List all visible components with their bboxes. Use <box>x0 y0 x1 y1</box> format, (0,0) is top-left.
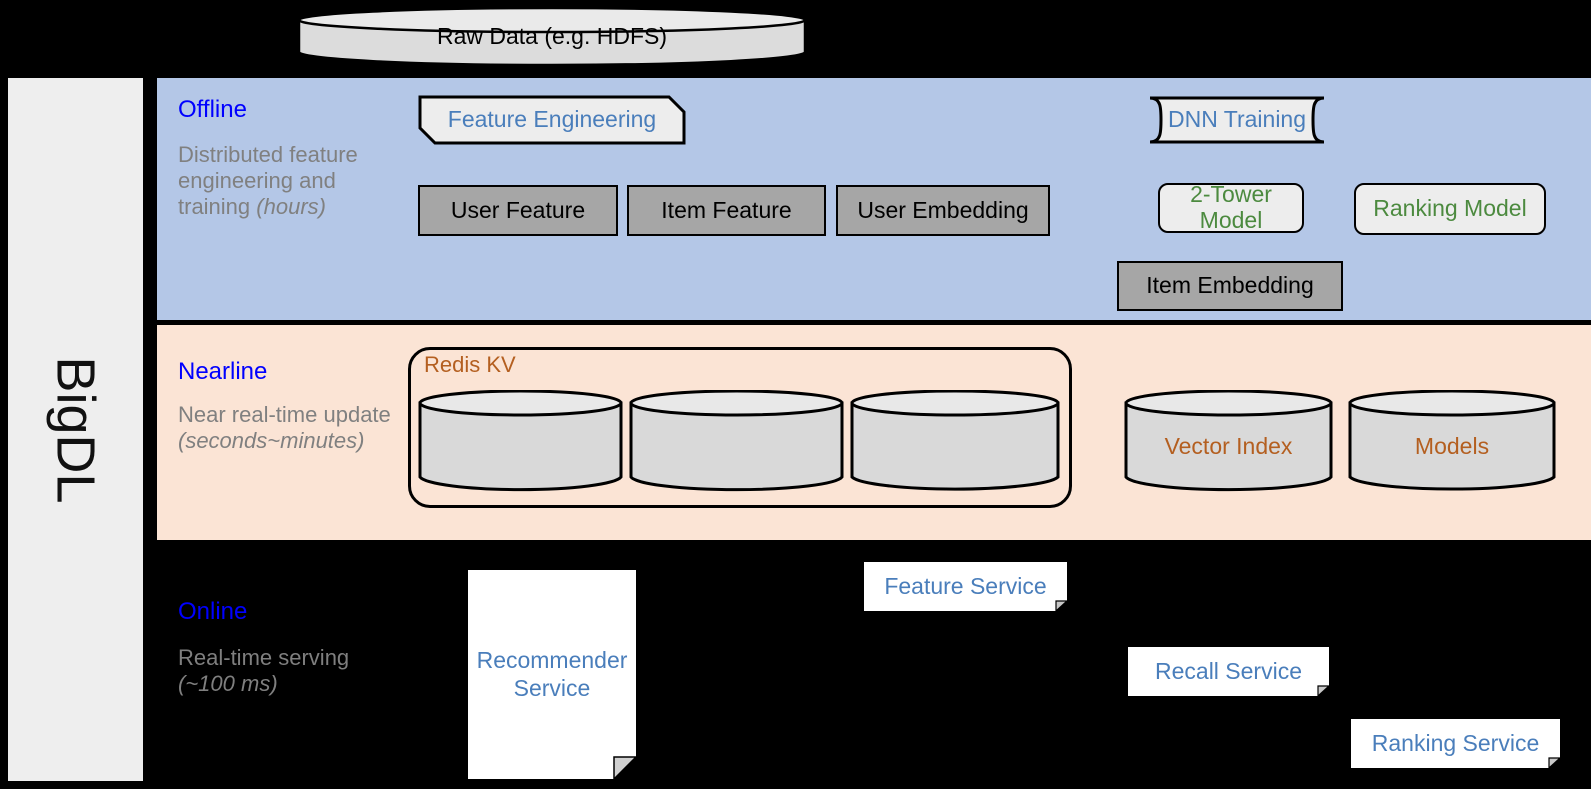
user-embedding-box[interactable]: User Embedding <box>836 185 1050 236</box>
dnn-training-node[interactable]: DNN Training <box>1147 95 1327 145</box>
ranking-service-text: Ranking Service <box>1371 729 1540 756</box>
raw-data-label: Raw Data (e.g. HDFS) <box>436 22 668 49</box>
document-shape <box>864 562 1069 613</box>
recall-service-label: Recall Service <box>1128 647 1329 696</box>
nearline-title: Nearline <box>178 358 268 385</box>
item-embedding-label: Item Embedding <box>1146 272 1314 299</box>
item-feature-store-cylinder[interactable] <box>629 390 844 492</box>
document-shape <box>1128 647 1331 698</box>
recall-service-doc[interactable]: Recall Service <box>1128 647 1331 698</box>
raw-data-cylinder[interactable]: Raw Data (e.g. HDFS) <box>297 6 807 66</box>
bigdl-sidebar: BigDL <box>8 78 143 781</box>
bigdl-label-wrap: BigDL <box>8 78 143 781</box>
models-cylinder[interactable]: Models <box>1348 390 1556 492</box>
dnn-training-shape <box>1149 96 1325 144</box>
feature-engineering-shape <box>418 95 686 145</box>
ranking-service-label: Ranking Service <box>1351 719 1560 768</box>
offline-title: Offline <box>178 96 247 123</box>
feature-engineering-node[interactable]: Feature Engineering <box>418 95 686 145</box>
vector-index-label: Vector Index <box>1164 432 1293 459</box>
user-embedding-label: User Embedding <box>857 196 1029 223</box>
ranking-model-label: Ranking Model <box>1373 195 1527 222</box>
ranking-model-box[interactable]: Ranking Model <box>1354 183 1546 235</box>
cylinder-shape <box>1348 390 1556 491</box>
document-shape <box>1351 719 1562 770</box>
bigdl-label: BigDL <box>45 355 106 504</box>
feature-service-text: Feature Service <box>884 572 1047 599</box>
cylinder-shape <box>629 390 844 492</box>
online-title: Online <box>178 598 248 625</box>
redis-kv-label: Redis KV <box>424 352 516 377</box>
two-tower-model-label: 2-Tower Model <box>1190 181 1272 233</box>
cylinder-shape <box>1124 390 1333 492</box>
feature-service-label: Feature Service <box>864 562 1067 611</box>
vector-index-cylinder[interactable]: Vector Index <box>1124 390 1333 492</box>
nearline-subtitle-em: (seconds~minutes) <box>178 427 365 453</box>
item-feature-label: Item Feature <box>661 196 792 223</box>
nearline-subtitle: Near real-time update (seconds~minutes) <box>178 402 423 454</box>
item-feature-box[interactable]: Item Feature <box>627 185 826 236</box>
online-subtitle-text: Real-time serving <box>178 645 350 670</box>
user-embedding-store-cylinder[interactable] <box>850 390 1060 492</box>
feature-engineering-label: Feature Engineering <box>447 106 657 133</box>
recommender-service-text: Recommender Service <box>476 646 628 701</box>
user-feature-box[interactable]: User Feature <box>418 185 618 236</box>
offline-subtitle-text: Distributed feature engineering and trai… <box>178 142 358 219</box>
cylinder-shape <box>850 390 1060 491</box>
recommender-service-label: Recommender Service <box>468 570 636 779</box>
raw-data-shape <box>297 6 807 66</box>
item-embedding-box[interactable]: Item Embedding <box>1117 261 1343 311</box>
user-feature-store-cylinder[interactable] <box>418 390 623 492</box>
cylinder-shape <box>418 390 623 492</box>
offline-subtitle-em: (hours) <box>256 193 326 219</box>
nearline-subtitle-text: Near real-time update <box>178 402 391 427</box>
offline-subtitle: Distributed feature engineering and trai… <box>178 142 388 220</box>
dnn-training-label: DNN Training <box>1167 106 1307 133</box>
two-tower-model-box[interactable]: 2-Tower Model <box>1158 181 1304 233</box>
recall-service-text: Recall Service <box>1155 657 1302 684</box>
feature-service-doc[interactable]: Feature Service <box>864 562 1069 613</box>
redis-kv-container <box>408 347 1072 508</box>
models-label: Models <box>1414 432 1490 459</box>
online-subtitle: Real-time serving (~100 ms) <box>178 645 393 697</box>
recommender-service-doc[interactable]: Recommender Service <box>468 570 638 781</box>
user-feature-label: User Feature <box>450 196 586 223</box>
ranking-service-doc[interactable]: Ranking Service <box>1351 719 1562 770</box>
online-subtitle-em: (~100 ms) <box>178 670 278 696</box>
document-shape <box>468 570 638 781</box>
